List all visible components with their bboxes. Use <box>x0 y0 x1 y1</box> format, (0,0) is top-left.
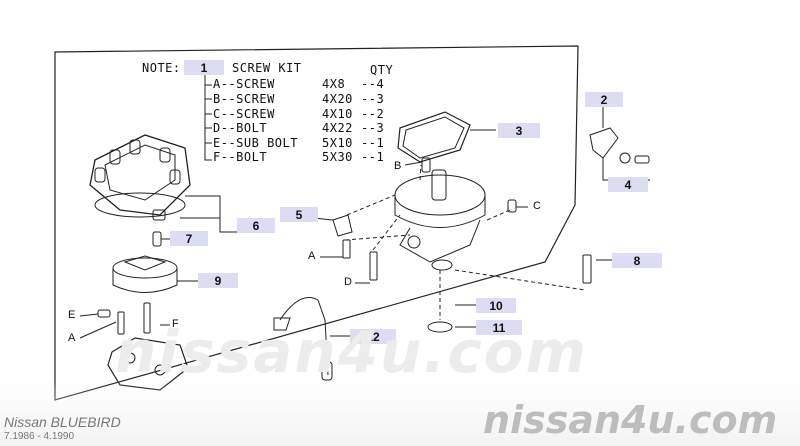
callout-12[interactable]: 12 <box>350 329 396 344</box>
kit-item-code: C--SCREW <box>213 107 275 121</box>
callout-4[interactable]: 4 <box>608 177 648 192</box>
callout-2[interactable]: 2 <box>585 92 623 107</box>
callout-8[interactable]: 8 <box>612 253 662 268</box>
callout-1[interactable]: 1 <box>184 60 224 75</box>
watermark-small: nissan4u.com <box>483 398 778 442</box>
kit-item-size: 4X20 <box>322 92 353 106</box>
kit-item-qty: --1 <box>361 136 385 150</box>
fastener-letter-a: A <box>308 250 316 262</box>
bottom-fade <box>0 380 800 446</box>
callout-11[interactable]: 11 <box>476 320 522 335</box>
kit-item-size: 5X10 <box>322 136 353 150</box>
kit-item-code: B--SCREW <box>213 92 275 106</box>
note-title: SCREW KIT <box>232 61 302 75</box>
fastener-letter-e: E <box>68 309 76 321</box>
fastener-letter-d: D <box>344 276 352 288</box>
distributor-cap-drawing <box>89 134 191 221</box>
production-dates: 7.1986 - 4.1990 <box>4 431 75 442</box>
kit-item-code: A--SCREW <box>213 77 275 91</box>
kit-item-code: D--BOLT <box>213 121 268 135</box>
base-plate-drawing <box>79 302 189 391</box>
bracket-drawing <box>589 103 650 181</box>
kit-item-qty: --3 <box>361 121 385 135</box>
kit-item-qty: --2 <box>361 107 385 121</box>
kit-item-qty: --1 <box>361 150 385 164</box>
fastener-letter-a-lower: A <box>68 332 76 344</box>
note-label: NOTE: <box>142 61 181 75</box>
kit-item-size: 4X22 <box>322 121 353 135</box>
callout-7[interactable]: 7 <box>170 231 208 246</box>
callout-6[interactable]: 6 <box>237 218 275 233</box>
kit-item-code: F--BOLT <box>213 150 268 164</box>
fastener-letter-f: F <box>172 318 179 330</box>
callout-3[interactable]: 3 <box>498 123 540 138</box>
watermark-large: nissan4u.com <box>115 318 588 386</box>
kit-item-size: 4X10 <box>322 107 353 121</box>
fastener-letter-c: C <box>533 200 541 212</box>
kit-frame <box>54 45 579 401</box>
kit-item-code: E--SUB BOLT <box>213 136 298 150</box>
housing-drawing <box>394 169 486 271</box>
pickup-drawing <box>112 255 198 293</box>
model-name: Nissan BLUEBIRD <box>4 414 121 430</box>
gasket-drawing <box>397 111 471 163</box>
fastener-letter-b: B <box>394 160 402 172</box>
note-qty-header: QTY <box>370 63 394 77</box>
kit-item-size: 5X30 <box>322 150 353 164</box>
kit-item-size: 4X8 <box>322 77 346 91</box>
kit-item-qty: --3 <box>361 92 385 106</box>
o-ring-drawing <box>427 321 453 333</box>
kit-item-qty: --4 <box>361 77 385 91</box>
callout-9[interactable]: 9 <box>198 273 238 288</box>
callout-10[interactable]: 10 <box>476 298 516 313</box>
callout-5[interactable]: 5 <box>280 207 318 222</box>
